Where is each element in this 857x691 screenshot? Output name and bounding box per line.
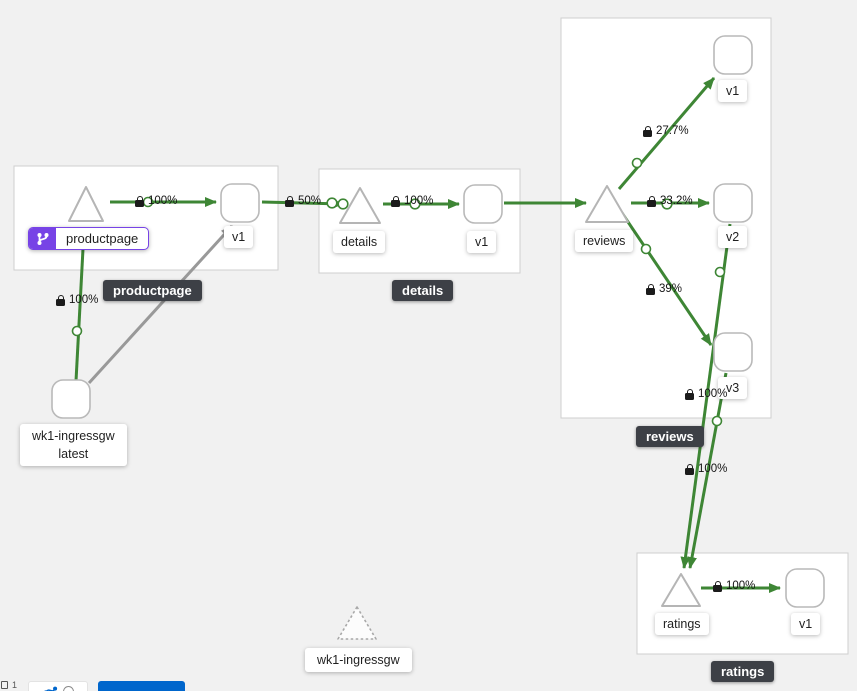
edge-percent: 100% bbox=[698, 463, 728, 475]
mtls-lock-icon bbox=[643, 125, 652, 137]
node-productpage-v1[interactable] bbox=[220, 183, 260, 223]
edge-percent: 100% bbox=[69, 294, 99, 306]
traffic-dot bbox=[714, 266, 726, 278]
node-label-reviews[interactable]: reviews bbox=[575, 230, 634, 253]
mtls-lock-icon bbox=[391, 195, 400, 207]
edge-percent: 39% bbox=[659, 283, 683, 295]
legend-button[interactable]: Legend bbox=[98, 681, 185, 691]
traffic-dot bbox=[71, 325, 83, 337]
node-label-text: productpage bbox=[66, 231, 139, 246]
node-productpage-service[interactable] bbox=[68, 186, 104, 222]
ingress-workload-name: wk1-ingressgw bbox=[32, 429, 115, 443]
edge-label-reviews-v2: 33.2% bbox=[647, 195, 693, 207]
node-label-reviews-v1[interactable]: v1 bbox=[718, 80, 748, 103]
edge-label-productpage-v1: 100% bbox=[135, 195, 177, 207]
mtls-lock-icon bbox=[713, 580, 722, 592]
edge-percent: 100% bbox=[698, 388, 728, 400]
traffic-dot bbox=[326, 197, 338, 209]
node-label-ratings-v1[interactable]: v1 bbox=[791, 613, 821, 636]
node-details-v1[interactable] bbox=[463, 184, 503, 224]
edge-reviews-v3-to-ratings[interactable] bbox=[687, 372, 728, 569]
node-ingress-workload[interactable] bbox=[51, 379, 91, 419]
app-badge-productpage[interactable]: productpage bbox=[103, 280, 202, 301]
mtls-lock-icon bbox=[685, 388, 694, 400]
edge-label-ratings-v1: 100% bbox=[713, 580, 755, 592]
edge-label-reviews-v3: 39% bbox=[646, 283, 682, 295]
node-ratings-service[interactable] bbox=[661, 573, 701, 607]
edge-label-details-v1: 100% bbox=[391, 195, 433, 207]
edge-reviews-v2-to-ratings[interactable] bbox=[680, 223, 732, 569]
mtls-lock-icon bbox=[685, 463, 694, 475]
edge-label-productpage-v1-details: 50% bbox=[285, 195, 321, 207]
node-label-ingress-service[interactable]: wk1-ingressgw bbox=[305, 648, 412, 673]
traffic-dot bbox=[631, 157, 643, 169]
app-badge-details[interactable]: details bbox=[392, 280, 454, 301]
traffic-dot bbox=[661, 198, 673, 210]
node-reviews-v2[interactable] bbox=[713, 183, 753, 223]
edge-ingress-to-productpage[interactable] bbox=[74, 229, 89, 382]
traffic-dots bbox=[71, 157, 726, 427]
node-ingress-service-idle[interactable] bbox=[337, 606, 377, 640]
mtls-lock-icon bbox=[56, 294, 65, 306]
node-label-details-v1[interactable]: v1 bbox=[467, 231, 497, 254]
node-ratings-v1[interactable] bbox=[785, 568, 825, 608]
node-label-reviews-v3[interactable]: v3 bbox=[718, 377, 748, 400]
edge-ingress-to-productpage-v1[interactable] bbox=[87, 224, 234, 385]
ingress-workload-version: latest bbox=[58, 447, 89, 462]
edge-percent: 27.7% bbox=[656, 125, 689, 137]
edge-reviews-to-v1[interactable] bbox=[617, 77, 716, 190]
zoom-icon bbox=[1, 681, 8, 689]
mtls-lock-icon bbox=[285, 195, 294, 207]
graph-icon bbox=[43, 686, 57, 691]
versioned-app-icon bbox=[29, 228, 56, 249]
edge-label-reviews-v1: 27.7% bbox=[643, 125, 689, 137]
mtls-lock-icon bbox=[135, 195, 144, 207]
app-badge-ratings[interactable]: ratings bbox=[711, 661, 775, 682]
help-circle-icon bbox=[62, 686, 74, 691]
graph-settings-button[interactable] bbox=[28, 681, 88, 691]
edge-percent: 100% bbox=[148, 195, 178, 207]
node-reviews-v1[interactable] bbox=[713, 35, 753, 75]
edge-label-v2-ratings: 100% bbox=[685, 463, 727, 475]
edge-label-ingress-productpage: 100% bbox=[56, 294, 98, 306]
mtls-lock-icon bbox=[647, 195, 656, 207]
edge-label-v3-ratings: 100% bbox=[685, 388, 727, 400]
edge-percent: 33.2% bbox=[660, 195, 693, 207]
mtls-lock-icon bbox=[646, 283, 655, 295]
traffic-dot bbox=[337, 198, 349, 210]
node-reviews-v3[interactable] bbox=[713, 332, 753, 372]
traffic-dot bbox=[409, 198, 421, 210]
node-reviews-service[interactable] bbox=[585, 185, 629, 223]
node-label-ratings[interactable]: ratings bbox=[655, 613, 709, 636]
edge-percent: 100% bbox=[726, 580, 756, 592]
node-label-ingress-workload[interactable]: wk1-ingressgw latest bbox=[20, 424, 127, 467]
traffic-dot bbox=[711, 415, 723, 427]
traffic-dot bbox=[640, 243, 652, 255]
zoom-controls-fragment[interactable]: 1 bbox=[1, 680, 17, 690]
node-label-productpage-selected[interactable]: productpage bbox=[28, 227, 150, 250]
edge-reviews-to-v3[interactable] bbox=[620, 212, 713, 346]
node-details-service[interactable] bbox=[339, 187, 381, 224]
edge-percent: 100% bbox=[404, 195, 434, 207]
node-label-details[interactable]: details bbox=[333, 231, 386, 254]
edge-percent: 50% bbox=[298, 195, 322, 207]
node-label-reviews-v2[interactable]: v2 bbox=[718, 226, 748, 249]
app-badge-reviews[interactable]: reviews bbox=[636, 426, 704, 447]
zoom-level: 1 bbox=[12, 680, 18, 690]
node-label-productpage-v1[interactable]: v1 bbox=[224, 226, 254, 249]
